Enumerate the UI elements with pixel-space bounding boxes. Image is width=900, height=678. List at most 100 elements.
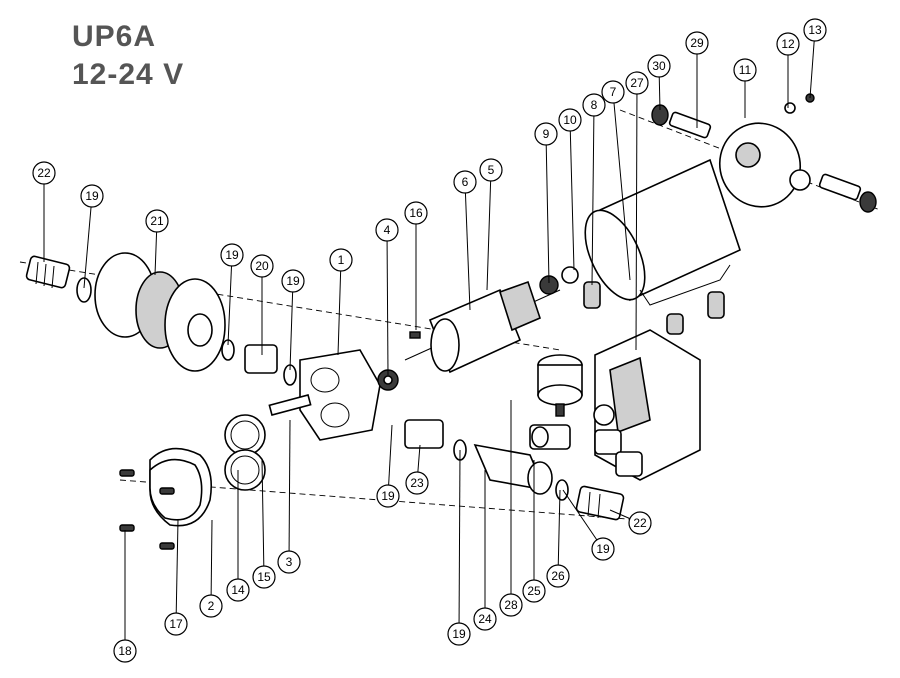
- callout-c19e: 19: [447, 449, 471, 646]
- callout-circle: [164, 612, 188, 636]
- callout-circle: [252, 565, 276, 589]
- title-block: UP6A 12-24 V: [72, 18, 184, 94]
- leader-line: [210, 519, 213, 596]
- washer-rear: [561, 266, 579, 284]
- outlet-hose-fitting: [575, 485, 625, 521]
- callout-number: 24: [478, 612, 492, 626]
- voltage-label: 12-24 V: [72, 58, 185, 91]
- callout-circle: [803, 18, 827, 42]
- callout-c15: 15: [252, 459, 276, 589]
- callout-number: 2: [208, 599, 215, 613]
- callout-c13: 13: [803, 18, 827, 99]
- leader-line: [388, 424, 393, 486]
- callout-c4: 4: [375, 218, 399, 376]
- model-title: UP6A: [72, 20, 157, 53]
- inlet-hose-fitting: [25, 255, 71, 289]
- callout-c17: 17: [164, 519, 188, 636]
- rubber-foot-left: [583, 281, 601, 309]
- callout-number: 22: [633, 516, 647, 530]
- callout-c30: 30: [647, 54, 671, 111]
- leader-line: [569, 130, 575, 271]
- motor-rotor: [404, 280, 561, 374]
- callout-circle: [546, 564, 570, 588]
- leader-line: [613, 102, 631, 281]
- callout-c19d: 19: [376, 424, 400, 508]
- leader-line: [609, 509, 631, 520]
- callout-circle: [220, 243, 244, 267]
- leader-line: [175, 519, 179, 614]
- callout-c28: 28: [499, 400, 523, 617]
- end-cap-washer: [784, 102, 796, 114]
- callout-circle: [32, 161, 56, 185]
- callout-c11: 11: [733, 58, 757, 118]
- callout-number: 16: [409, 206, 423, 220]
- leader-line: [545, 144, 550, 284]
- filter-fitting: [244, 344, 278, 374]
- callout-c29: 29: [685, 31, 709, 128]
- callout-c24: 24: [473, 470, 497, 631]
- callout-circle: [405, 471, 429, 495]
- callout-number: 28: [504, 598, 518, 612]
- callout-number: 19: [85, 189, 99, 203]
- carbon-brush-top: [668, 111, 712, 139]
- leader-line: [557, 489, 561, 566]
- leader-line: [417, 444, 421, 473]
- cover-plate: [149, 458, 203, 521]
- callout-circle: [277, 550, 301, 574]
- callout-c10: 10: [558, 108, 582, 271]
- callout-circle: [534, 122, 558, 146]
- callout-c5: 5: [479, 158, 503, 291]
- callout-c26: 26: [546, 489, 570, 588]
- callout-circle: [80, 184, 104, 208]
- callout-c7: 7: [601, 80, 631, 281]
- callout-c19f: 19: [562, 489, 615, 561]
- callout-circle: [776, 32, 800, 56]
- callout-circle: [250, 254, 274, 278]
- pressure-gauge: [537, 354, 583, 417]
- leader-line: [486, 180, 492, 291]
- callout-number: 8: [591, 98, 598, 112]
- callout-c19b: 19: [220, 243, 244, 346]
- pump-gear-upper: [224, 414, 266, 456]
- gear-shaft: [268, 394, 312, 416]
- callout-c6: 6: [453, 170, 477, 311]
- pump-gear-lower: [224, 449, 266, 491]
- leader-line: [288, 419, 291, 552]
- callout-number: 23: [410, 476, 424, 490]
- callout-circle: [329, 248, 353, 272]
- callout-c21: 21: [145, 209, 169, 276]
- o-ring-inlet: [76, 277, 92, 303]
- callout-number: 25: [527, 584, 541, 598]
- brush-cap-bottom: [859, 191, 877, 213]
- callout-number: 26: [551, 569, 565, 583]
- callout-c8: 8: [582, 93, 606, 286]
- leader-line: [261, 459, 265, 567]
- callout-circle: [733, 58, 757, 82]
- callout-circle: [558, 108, 582, 132]
- callout-number: 12: [781, 37, 795, 51]
- leader-line: [337, 270, 342, 356]
- leader-line: [591, 115, 595, 286]
- callout-c22b: 22: [609, 509, 652, 535]
- callout-number: 3: [286, 555, 293, 569]
- leader-line: [289, 291, 294, 371]
- callout-number: 14: [231, 583, 245, 597]
- callout-number: 10: [563, 113, 577, 127]
- callout-number: 7: [610, 85, 617, 99]
- bearing-front-bore: [383, 375, 393, 385]
- callout-number: 19: [596, 542, 610, 556]
- callout-circle: [522, 579, 546, 603]
- callout-c12: 12: [776, 32, 800, 108]
- callout-c19c: 19: [281, 269, 305, 371]
- callout-number: 5: [488, 163, 495, 177]
- leader-line: [458, 449, 461, 624]
- motor-end-cap: [718, 122, 811, 208]
- callout-circle: [145, 209, 169, 233]
- callout-c22a: 22: [32, 161, 56, 262]
- callout-number: 9: [543, 127, 550, 141]
- callout-number: 6: [462, 175, 469, 189]
- callout-circle: [628, 511, 652, 535]
- filter-cover-assembly: [94, 252, 226, 372]
- cover-screws: [119, 469, 175, 550]
